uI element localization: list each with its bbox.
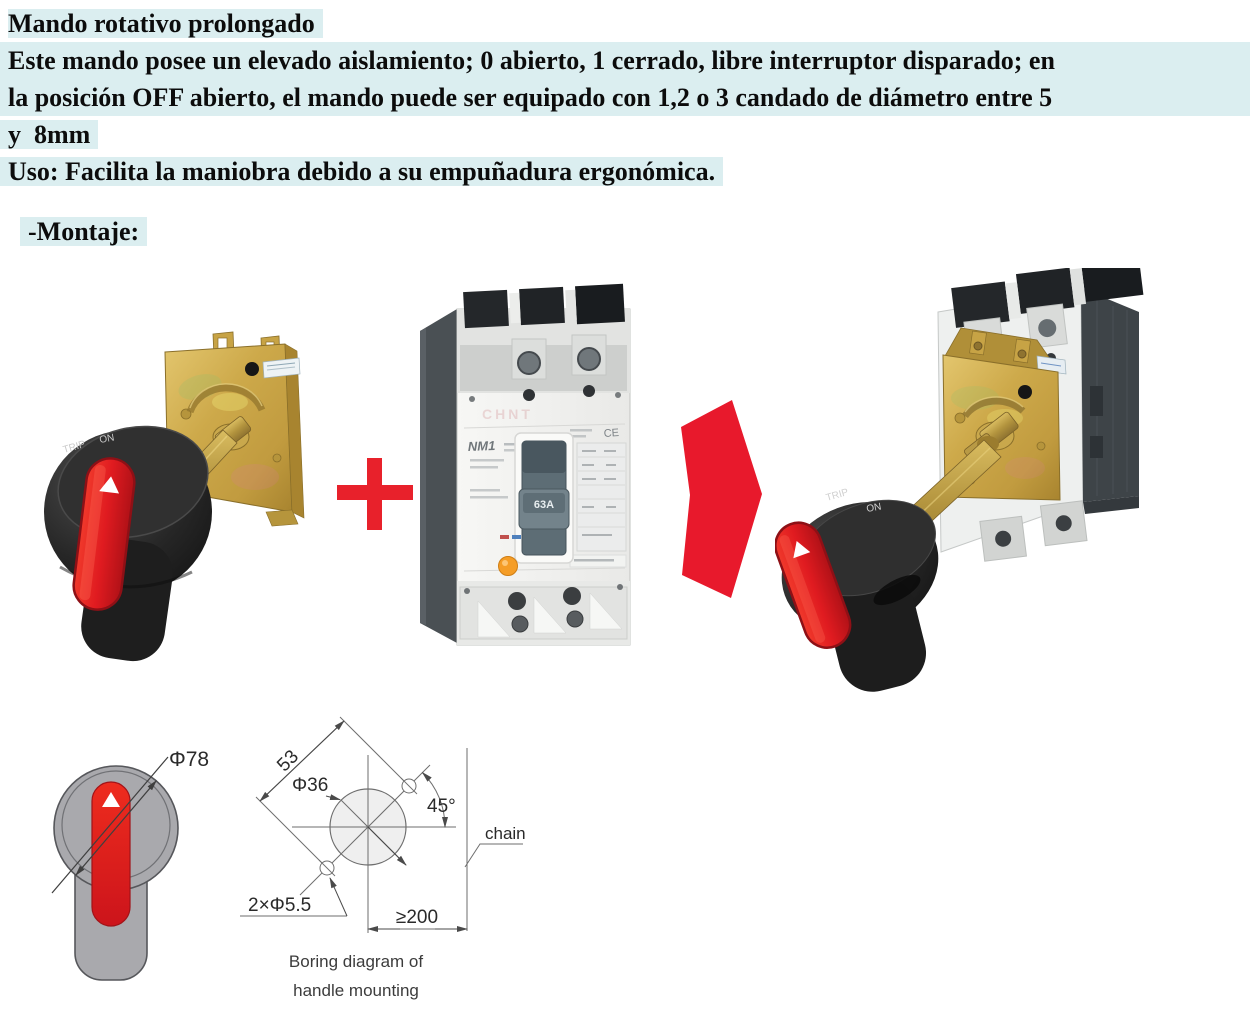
- arrow-right-icon: [681, 400, 762, 598]
- grip-arrow-icon: [99, 476, 120, 494]
- intro-uso-line: Uso: Facilita la maniobra debido a su em…: [0, 153, 1250, 190]
- breaker-face: CHNT NM1 CE: [463, 406, 627, 576]
- handle-front-diagram: Φ78: [51, 748, 209, 981]
- intro-body-fragment: y 8mm: [0, 120, 99, 149]
- breaker-toggle: 63A: [514, 432, 574, 564]
- brand-watermark: CHNT: [482, 406, 533, 422]
- handle-red-grip: [775, 521, 852, 649]
- rotary-handle: TRIP ON: [44, 425, 212, 662]
- handle-red-grip: [91, 781, 131, 927]
- breaker-side-panel: [420, 309, 457, 643]
- breaker-rating-label: 63A: [534, 499, 554, 511]
- caption-line-2: handle mounting: [293, 981, 419, 1000]
- top-terminals: [460, 283, 627, 402]
- small-holes-label: 2×Φ5.5: [248, 895, 311, 916]
- handle-on-label: ON: [99, 433, 116, 446]
- handle-red-grip: [72, 457, 136, 611]
- diameter-label: Φ78: [169, 748, 209, 771]
- breaker-dark-side: [1081, 288, 1139, 502]
- page-title: Mando rotativo prolongado: [8, 9, 323, 38]
- chain-leader: [464, 843, 523, 868]
- ce-mark: CE: [603, 427, 619, 440]
- plus-icon: [337, 458, 413, 530]
- handle-and-plate-photo: TRIP ON: [44, 331, 305, 662]
- spec-table: [576, 442, 627, 552]
- diameter-dim-line: [51, 756, 169, 894]
- caption-line-1: Boring diagram of: [289, 952, 423, 971]
- indicator-dot: [498, 556, 518, 576]
- montaje-line: -Montaje:: [8, 213, 1250, 250]
- grip-arrow-icon: [102, 792, 120, 807]
- bottom-terminals: [457, 581, 630, 645]
- distance-label: ≥200: [396, 907, 438, 928]
- handle-trip-label: TRIP: [825, 487, 850, 504]
- intro-body-line: y 8mm: [0, 116, 1250, 153]
- plate-hole: [1018, 385, 1032, 399]
- plate-arc-slot: [962, 397, 1026, 419]
- center-hole-label: Φ36: [292, 775, 328, 796]
- angle-label: 45°: [427, 796, 456, 817]
- handle-on-label: ON: [866, 502, 883, 515]
- rotary-handle: TRIP ON: [775, 487, 939, 692]
- montaje-label: -Montaje:: [20, 217, 148, 246]
- spacing-dim-label: 53: [273, 746, 303, 776]
- grip-arrow-icon: [793, 541, 811, 559]
- circuit-breaker-photo: CHNT NM1 CE: [420, 283, 631, 646]
- plate-hole: [245, 362, 259, 376]
- chain-label: chain: [485, 824, 526, 843]
- intro-title-line: Mando rotativo prolongado: [8, 5, 1250, 42]
- intro-body-line: la posición OFF abierto, el mando puede …: [0, 79, 1250, 116]
- intro-body-line: Este mando posee un elevado aislamiento;…: [0, 42, 1250, 79]
- breaker-series-label: NM1: [468, 438, 496, 454]
- plate-arc-slot: [186, 384, 266, 414]
- boring-diagram: 53 Φ36 45° 2×Φ5.5 chain ≥200 Boring diag…: [240, 716, 526, 1000]
- intro-paragraph: Mando rotativo prolongado Este mando pos…: [0, 5, 1250, 250]
- assembled-unit-photo: TRIP ON: [775, 268, 1144, 692]
- uso-text: Uso: Facilita la maniobra debido a su em…: [0, 157, 724, 186]
